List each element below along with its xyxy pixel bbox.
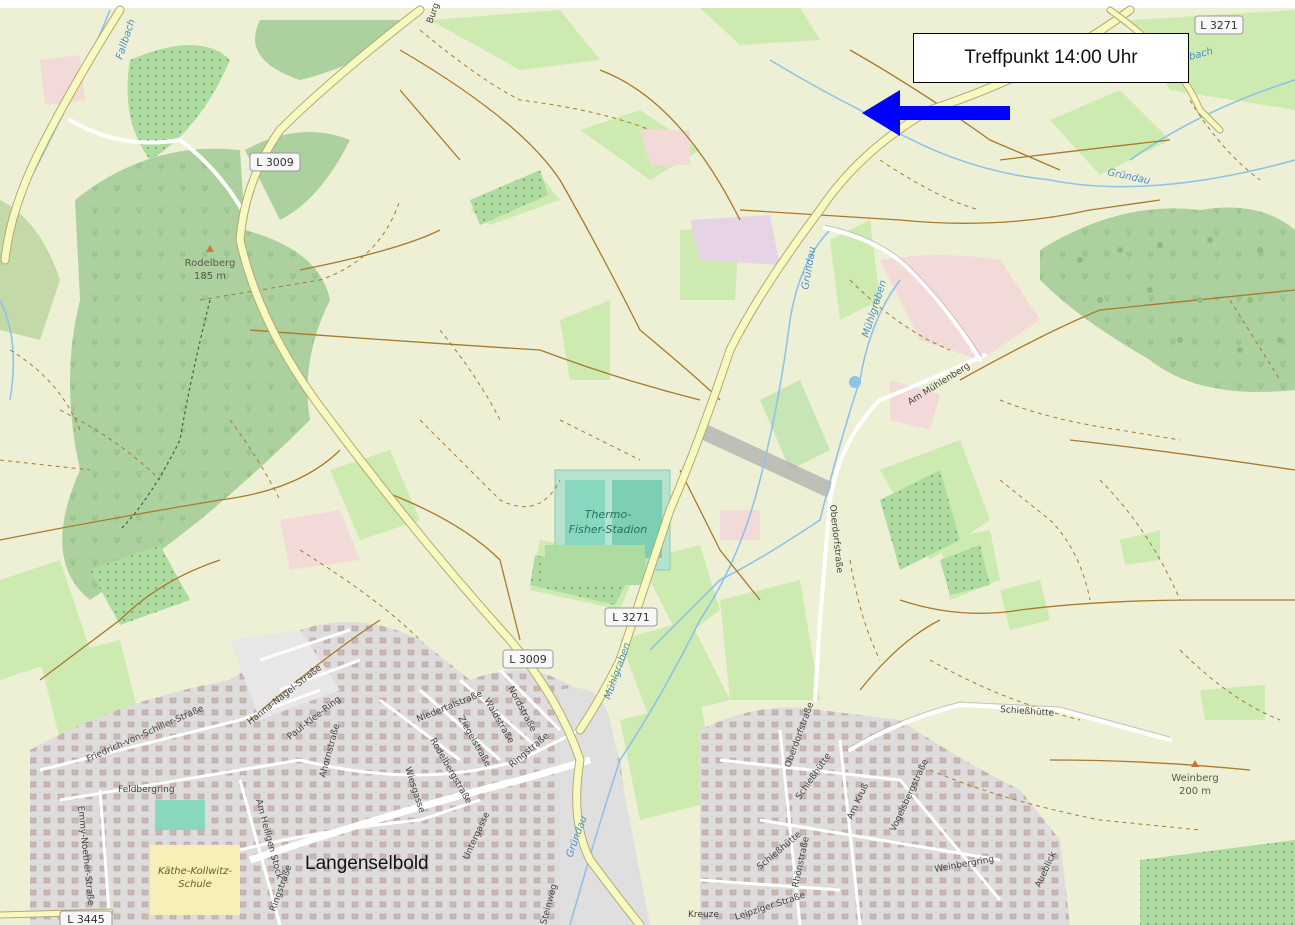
- peak-name: Weinberg: [1171, 773, 1218, 784]
- peak-icon: [206, 245, 214, 252]
- tracks: [0, 49, 1295, 771]
- peak-weinberg: Weinberg 200 m: [1171, 760, 1219, 797]
- road-shield-l3271-mid: L 3271: [604, 607, 658, 627]
- minor-road-casings: [824, 224, 1171, 748]
- road-shield-label: L 3445: [67, 913, 105, 925]
- forests: [0, 20, 1295, 601]
- peak-icon: [1191, 760, 1199, 767]
- green-path: [119, 299, 211, 531]
- street-label: Feldbergring: [118, 785, 175, 795]
- road-shield-l3009-top: L 3009: [249, 152, 301, 172]
- school-area: [150, 845, 240, 915]
- school-label-line2: Schule: [178, 879, 211, 890]
- peak-elevation: 185 m: [194, 271, 226, 282]
- pond: [849, 376, 861, 388]
- meeting-point-arrow: [862, 90, 1010, 136]
- meeting-point-text: Treffpunkt 14:00 Uhr: [964, 47, 1138, 68]
- sports-field: [155, 800, 205, 830]
- town-label: Langenselbold: [305, 853, 429, 874]
- road-shield-label: L 3009: [256, 156, 294, 169]
- street-label: Kreuze: [688, 910, 719, 920]
- peak-elevation: 200 m: [1179, 786, 1211, 797]
- school-label-line1: Käthe-Kollwitz-: [158, 866, 232, 877]
- top-strip: [0, 0, 1295, 8]
- minor-roads: [68, 118, 1172, 752]
- forest-tree-symbols: [1077, 237, 1283, 353]
- meeting-point-callout: Treffpunkt 14:00 Uhr: [913, 33, 1189, 83]
- road-shield-l3271-top: L 3271: [1194, 15, 1244, 35]
- peak-rodelberg: Rodelberg 185 m: [185, 245, 236, 282]
- road-shield-label: L 3271: [612, 611, 650, 624]
- dashed-paths: [0, 29, 1281, 831]
- stadium-label-line1: Thermo-: [585, 508, 631, 521]
- street-label: Schießhütte: [1000, 705, 1055, 719]
- road-shield-l3009-bottom: L 3009: [502, 649, 554, 669]
- major-roads: [0, 5, 1224, 925]
- road-shield-label: L 3271: [1200, 19, 1238, 32]
- main-street: [248, 756, 591, 864]
- peak-name: Rodelberg: [185, 258, 236, 269]
- road-shield-l3445: L 3445: [59, 910, 113, 925]
- road-shield-label: L 3009: [509, 653, 547, 666]
- stadium-label-line2: Fisher-Stadion: [569, 523, 648, 536]
